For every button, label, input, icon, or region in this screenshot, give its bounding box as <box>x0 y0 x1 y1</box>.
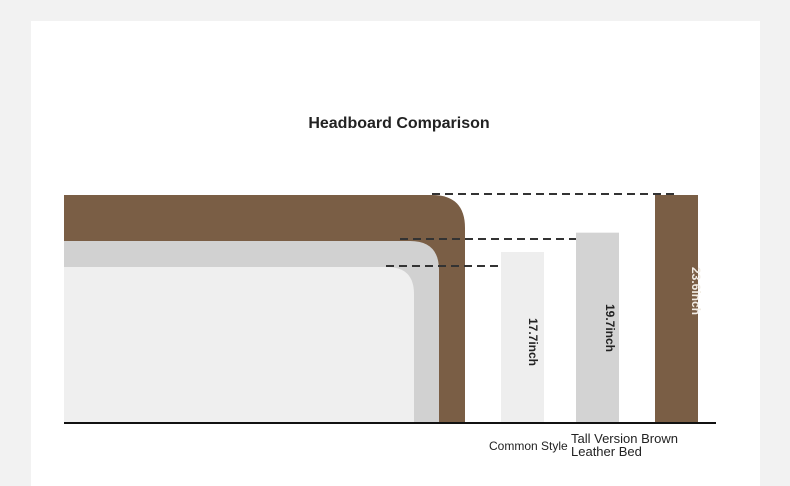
bar-common <box>501 252 544 423</box>
bar-label-tall: 19.7inch <box>603 304 617 352</box>
label-tall-version-line2: Leather Bed <box>571 444 642 459</box>
bar-label-brown: 23.6inch <box>689 267 703 315</box>
bar-brown <box>655 195 698 423</box>
common-headboard <box>64 267 414 423</box>
label-common-style: Common Style <box>489 439 568 453</box>
bar-tall <box>576 232 619 423</box>
label-tall-version-line1: Tall Version Brown <box>571 431 678 446</box>
bar-label-common: 17.7inch <box>526 318 540 366</box>
diagram-title: Headboard Comparison <box>308 115 489 132</box>
